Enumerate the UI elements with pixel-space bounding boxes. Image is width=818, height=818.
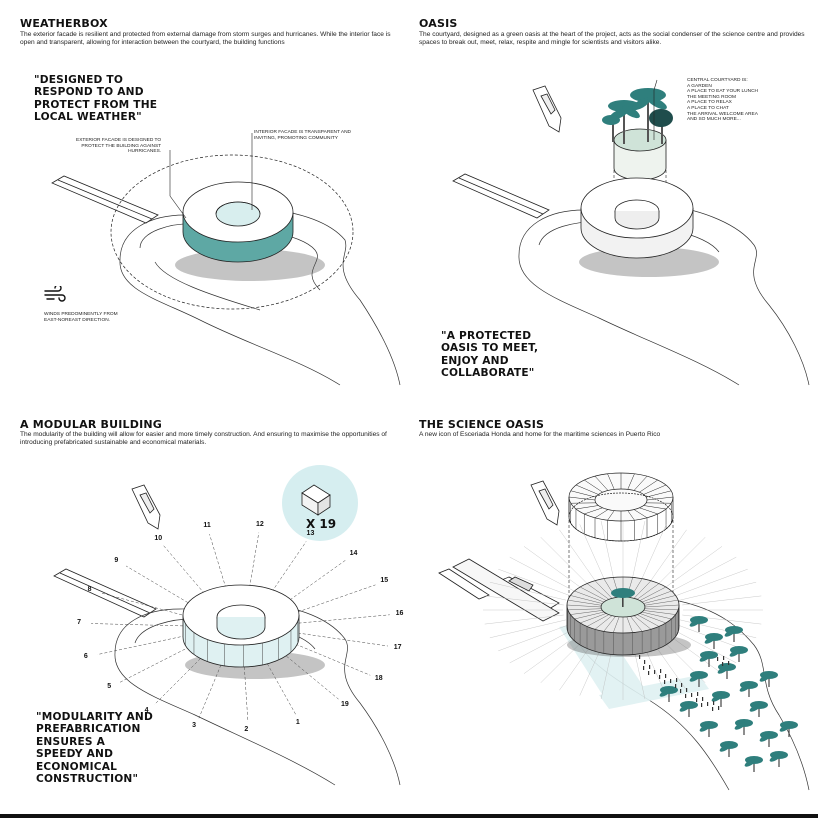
wind-icon	[44, 284, 66, 302]
boat	[131, 484, 161, 530]
docked-boats	[438, 568, 560, 610]
module-count: X 19	[306, 517, 337, 531]
courtyard-cylinder	[613, 128, 667, 181]
pier	[452, 558, 560, 622]
panel-description: The modularity of the building will allo…	[20, 431, 387, 446]
science-oasis-illustration	[438, 472, 810, 791]
module-number: 7	[77, 619, 81, 627]
boat	[530, 480, 560, 526]
module-number: 12	[256, 520, 264, 528]
module-number: 16	[395, 609, 404, 617]
module-number: 11	[203, 522, 211, 530]
module-number: 4	[144, 707, 149, 715]
boat	[532, 85, 562, 133]
module-number: 19	[341, 701, 349, 709]
ring-building	[182, 584, 300, 668]
ring-building	[580, 177, 694, 259]
panel-weatherbox: WEATHERBOX The exterior facade is resili…	[0, 0, 409, 405]
panel-science-oasis: THE SCIENCE OASIS A new icon of Esceriad…	[409, 405, 818, 814]
module-number: 15	[380, 577, 389, 585]
module-number: 3	[192, 721, 196, 729]
palm-trees	[602, 88, 673, 144]
panel-quote: "MODULARITY AND PREFABRICATION ENSURES A…	[36, 711, 153, 786]
module-number: 13	[306, 530, 315, 538]
module-number: 8	[87, 586, 92, 594]
panel-title: WEATHERBOX	[20, 17, 108, 30]
module-number: 9	[114, 556, 119, 564]
panel-description: The exterior facade is resilient and pro…	[20, 31, 391, 46]
panel-quote: "A PROTECTED OASIS TO MEET, ENJOY AND CO…	[441, 330, 539, 380]
facade-grid	[566, 577, 680, 655]
bottom-rule	[0, 814, 818, 818]
module-number: 2	[244, 725, 249, 733]
structure-ribs	[568, 473, 674, 541]
pier	[452, 173, 550, 219]
module-number: 18	[374, 675, 383, 683]
module-number: 5	[107, 683, 112, 691]
note-exterior-facade: EXTERIOR FACADE IS DESIGNED TO PROTECT T…	[76, 138, 162, 155]
panel-description: A new icon of Esceriada Honda and home f…	[419, 431, 661, 438]
module-block-icon	[301, 484, 331, 516]
note-interior-facade: INTERIOR FACADE IS TRANSPARENT AND INVIT…	[254, 130, 352, 141]
panel-title: THE SCIENCE OASIS	[419, 418, 545, 431]
module-number: 10	[154, 534, 163, 542]
weatherbox-illustration	[51, 133, 401, 386]
module-number: 14	[349, 549, 358, 557]
modular-illustration	[53, 465, 401, 786]
module-number: 6	[83, 652, 88, 660]
radiating-lines	[483, 520, 763, 700]
leader-lines	[169, 133, 253, 219]
panel-description: The courtyard, designed as a green oasis…	[419, 31, 805, 46]
panel-oasis: OASIS The courtyard, designed as a green…	[409, 0, 818, 405]
panel-title: OASIS	[419, 17, 458, 30]
oasis-illustration	[452, 79, 810, 386]
panel-quote: "DESIGNED TO RESPOND TO AND PROTECT FROM…	[34, 74, 158, 124]
ring-segment-lines	[182, 613, 299, 667]
people	[639, 655, 730, 711]
palm-trees	[659, 616, 798, 772]
module-badge	[282, 465, 358, 541]
panel-modular: A MODULAR BUILDING The modularity of the…	[0, 405, 409, 814]
module-number: 1	[295, 718, 300, 726]
projection-lines	[568, 520, 674, 600]
panel-title: A MODULAR BUILDING	[20, 418, 163, 431]
module-number: 17	[393, 643, 402, 651]
note-wind-direction: WINDS PREDOMINENTLY FROM EAST-NOREAST DI…	[44, 312, 118, 323]
courtyard-palm	[611, 588, 635, 607]
ring-building	[182, 181, 294, 263]
pier	[51, 175, 159, 224]
protection-boundary	[110, 154, 354, 310]
note-central-courtyard: CENTRAL COURTYARD IS: A GARDEN A PLACE T…	[687, 78, 758, 123]
pier	[53, 568, 157, 618]
